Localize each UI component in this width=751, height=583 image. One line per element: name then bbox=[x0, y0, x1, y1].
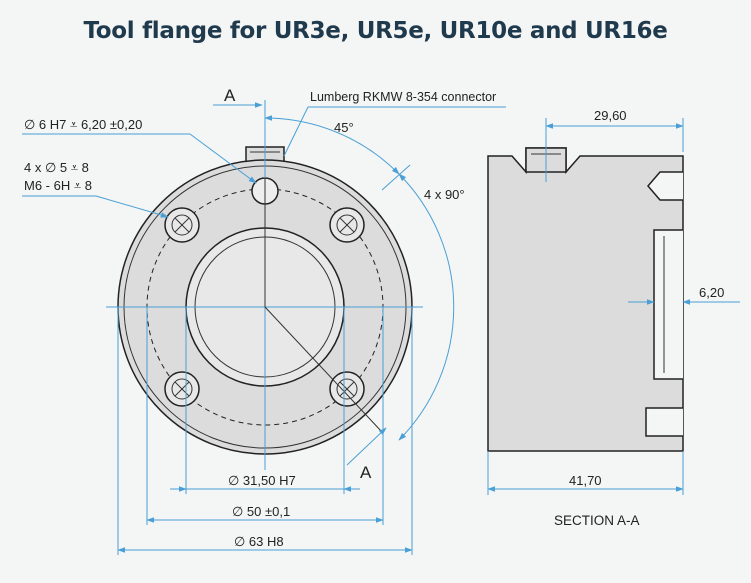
dim-29-60: 29,60 bbox=[545, 108, 684, 182]
bolt-hole-bottom-left bbox=[164, 371, 200, 407]
section-pocket bbox=[653, 229, 683, 380]
section-caption: SECTION A-A bbox=[554, 513, 640, 528]
dim-6-20: 6,20 bbox=[628, 285, 740, 305]
section-line bbox=[264, 306, 383, 433]
pin-hole-callout: ∅ 6 H7 ⩡ 6,20 ±0,20 bbox=[22, 117, 257, 184]
bolt-hole-top-right bbox=[329, 207, 365, 243]
bolt-hole-bottom-right bbox=[329, 371, 365, 407]
angle-45-label: 45° bbox=[334, 120, 354, 135]
connector-callout: Lumberg RKMW 8-354 connector bbox=[283, 90, 506, 157]
dia-inner-label: ∅ 31,50 H7 bbox=[228, 473, 296, 488]
bolt-holes-callout: 4 x ∅ 5 ⩡ 8 M6 - 6H ⩡ 8 bbox=[22, 160, 169, 218]
dim-41-70-label: 41,70 bbox=[569, 473, 602, 488]
bolt-hole-top-left bbox=[164, 207, 200, 243]
dim-41-70: 41,70 bbox=[487, 451, 684, 495]
dia-outer-label: ∅ 63 H8 bbox=[234, 534, 284, 549]
angle-45-dimension: 45° bbox=[264, 115, 400, 175]
angle-4x90-dimension: 4 x 90° bbox=[381, 164, 465, 441]
section-groove-top bbox=[647, 171, 683, 201]
bolt-holes-label-line2: M6 - 6H ⩡ 8 bbox=[24, 178, 92, 193]
section-marker-top: A bbox=[213, 86, 263, 108]
dim-29-60-label: 29,60 bbox=[594, 108, 627, 123]
dia-bolt-circle-dimension: ∅ 50 ±0,1 bbox=[146, 307, 384, 525]
dia-inner-dimension: ∅ 31,50 H7 bbox=[170, 307, 360, 494]
section-view bbox=[487, 147, 684, 452]
front-view bbox=[106, 100, 423, 470]
section-marker-bottom: A bbox=[346, 427, 387, 482]
section-slot-bottom bbox=[645, 407, 683, 437]
dia-bolt-circle-label: ∅ 50 ±0,1 bbox=[232, 504, 290, 519]
page-title: Tool flange for UR3e, UR5e, UR10e and UR… bbox=[83, 18, 668, 44]
section-label-a-top: A bbox=[224, 86, 236, 105]
angle-4x90-label: 4 x 90° bbox=[424, 187, 465, 202]
bolt-holes-label-line1: 4 x ∅ 5 ⩡ 8 bbox=[24, 160, 89, 175]
pin-hole-label: ∅ 6 H7 ⩡ 6,20 ±0,20 bbox=[24, 117, 142, 132]
dim-6-20-label: 6,20 bbox=[699, 285, 724, 300]
dia-outer-dimension: ∅ 63 H8 bbox=[117, 307, 413, 555]
connector-label: Lumberg RKMW 8-354 connector bbox=[310, 90, 496, 104]
section-label-a-bottom: A bbox=[360, 463, 372, 482]
